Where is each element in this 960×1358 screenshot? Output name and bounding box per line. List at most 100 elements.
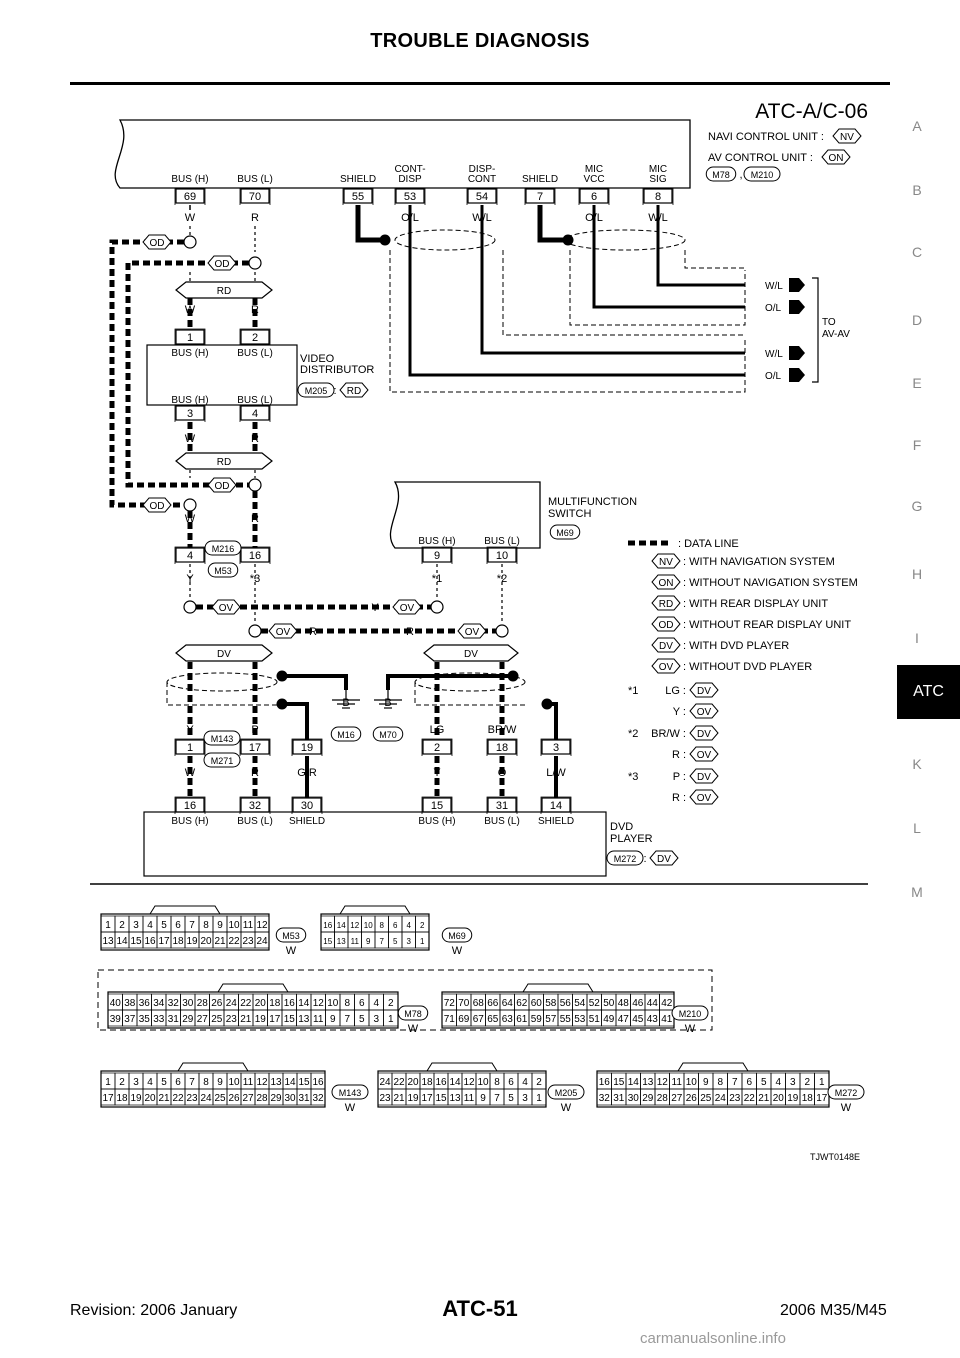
side-tab-b[interactable]: B xyxy=(912,182,922,198)
cavity-number: 12 xyxy=(463,1077,475,1088)
connector-m78: M78 xyxy=(712,170,730,180)
pin-name: CONT- xyxy=(394,164,425,175)
cavity-number: 23 xyxy=(729,1093,741,1104)
cavity-number: 21 xyxy=(158,1093,170,1104)
connector-tag xyxy=(207,562,239,578)
connector-hood xyxy=(177,1062,249,1072)
cavity-number: 10 xyxy=(686,1077,698,1088)
cavity-number: 17 xyxy=(421,1093,433,1104)
cavity-number: 16 xyxy=(323,921,332,930)
note-code-label: OV xyxy=(697,707,712,718)
video-pin-2 xyxy=(240,329,270,345)
to-av-wire-1: O/L xyxy=(765,303,782,314)
cavity-number: 26 xyxy=(211,998,223,1009)
cavity-number: 52 xyxy=(589,998,601,1009)
pin-number: 1 xyxy=(187,332,193,344)
face-m210-color: W xyxy=(685,1023,696,1035)
note-color: Y : xyxy=(673,706,686,718)
code-od-1-label: OD xyxy=(150,238,165,249)
side-tab-a[interactable]: A xyxy=(912,118,922,134)
cavity-number: 17 xyxy=(816,1093,828,1104)
pin-name: SHIELD xyxy=(522,174,558,185)
cavity-number: 2 xyxy=(536,1077,542,1088)
side-tab-f[interactable]: F xyxy=(912,437,922,453)
wire-color: R xyxy=(251,212,259,224)
pin-number: 53 xyxy=(404,191,416,203)
cavity-number: 69 xyxy=(458,1014,470,1025)
legend-text: : WITHOUT NAVIGATION SYSTEM xyxy=(683,577,858,589)
side-tab-c[interactable]: C xyxy=(911,244,923,260)
cavity-number: 14 xyxy=(337,921,346,930)
cavity-number: 10 xyxy=(228,920,240,931)
option-band-rd-top xyxy=(175,281,273,299)
cavity-number: 15 xyxy=(298,1077,310,1088)
cavity-number: 27 xyxy=(197,1014,209,1025)
shield-ground-dot xyxy=(379,234,391,246)
pin-bracket xyxy=(174,796,206,814)
pin-name: DISP xyxy=(398,174,422,185)
wire-r: R xyxy=(309,626,317,638)
navi-unit-label: NAVI CONTROL UNIT : xyxy=(708,131,824,143)
side-tab-g[interactable]: G xyxy=(911,498,923,514)
cavity-number: 10 xyxy=(364,921,373,930)
side-tab-m[interactable]: M xyxy=(911,884,923,900)
cavity-number: 4 xyxy=(522,1077,528,1088)
legend-code-ov xyxy=(651,658,681,674)
code-on xyxy=(821,149,851,165)
pin-name: BUS (L) xyxy=(237,816,273,827)
cavity-number: 13 xyxy=(642,1077,654,1088)
side-tab-h[interactable]: H xyxy=(911,566,923,582)
cavity-number: 10 xyxy=(327,998,339,1009)
code-ov-3-label: OV xyxy=(276,627,291,638)
side-tab-d[interactable]: D xyxy=(911,312,923,328)
wire-ol xyxy=(592,205,745,309)
cavity-number: 6 xyxy=(175,1077,181,1088)
cavity-number: 51 xyxy=(589,1014,601,1025)
cavity-number: 24 xyxy=(226,998,238,1009)
dashed-group xyxy=(97,969,713,1031)
connector-m216: M216 xyxy=(212,544,235,554)
wire-r: R xyxy=(251,433,259,445)
cavity-number: 7 xyxy=(344,1014,350,1025)
pin-number: 8 xyxy=(655,191,661,203)
footer-revision: Revision: 2006 January xyxy=(70,1302,238,1319)
cavity-number: 23 xyxy=(379,1093,391,1104)
cavity-number: 38 xyxy=(124,998,136,1009)
connector-tag xyxy=(549,524,581,540)
cavity xyxy=(254,931,270,949)
pin-number: 9 xyxy=(434,550,440,562)
cavity-number: 11 xyxy=(351,937,360,946)
cavity-number: 22 xyxy=(240,998,252,1009)
legend-text: : WITH REAR DISPLAY UNIT xyxy=(683,598,828,610)
wire-b: B xyxy=(384,697,391,709)
wire-ol xyxy=(408,205,745,377)
pin-number: 1 xyxy=(187,742,193,754)
cavity-number: 5 xyxy=(393,937,398,946)
pin-number: 19 xyxy=(301,742,313,754)
video-unit-label-2: DISTRIBUTOR xyxy=(300,364,374,376)
code-od-2-label: OD xyxy=(215,259,230,270)
shield-drain xyxy=(502,250,745,336)
legend-code-rd xyxy=(651,595,681,611)
cavity xyxy=(531,1088,547,1106)
pin-bracket xyxy=(174,738,206,756)
pin-number: 6 xyxy=(591,191,597,203)
cavity-number: 9 xyxy=(366,937,371,946)
connector-hood xyxy=(522,983,594,993)
side-tab-k[interactable]: K xyxy=(912,756,922,772)
connector-hood xyxy=(339,905,411,915)
legend-code-od xyxy=(651,616,681,632)
side-tab-l[interactable]: L xyxy=(913,820,921,836)
pin-number: 3 xyxy=(553,742,559,754)
pin-name: BUS (H) xyxy=(171,348,208,359)
side-tab-e[interactable]: E xyxy=(912,375,922,391)
cavity-number: 39 xyxy=(110,1014,122,1025)
wire-w: W xyxy=(185,513,196,525)
side-tab-i[interactable]: I xyxy=(915,630,919,646)
connector-m272: M272 xyxy=(614,854,637,864)
cavity-number: 20 xyxy=(407,1077,419,1088)
side-tab-atc[interactable]: ATC xyxy=(897,665,960,719)
pin-bracket xyxy=(578,187,610,205)
pin-name: BUS (L) xyxy=(237,395,273,406)
cavity-number: 10 xyxy=(228,1077,240,1088)
